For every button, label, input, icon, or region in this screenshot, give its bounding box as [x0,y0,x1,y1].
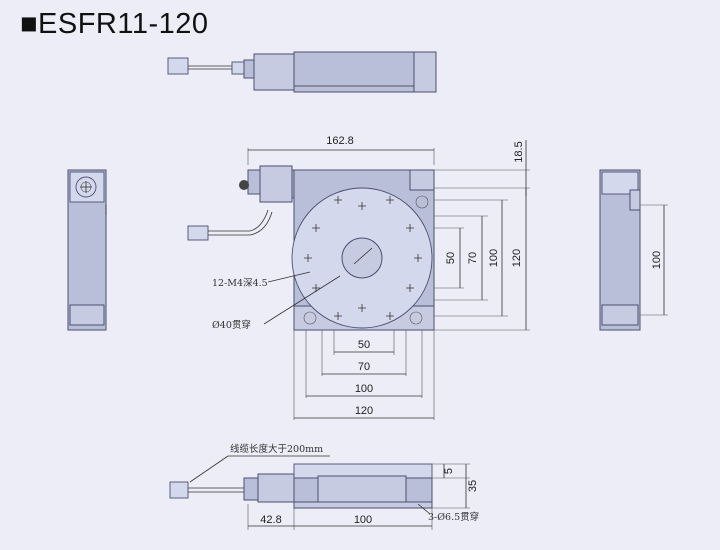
right-view: 100 [599,169,668,331]
dim-hole-70-v: 70 [467,252,479,264]
front-view: 线缆长度大于200mm 5 35 42.8 100 3-Ø6.5贯穿 [169,443,479,530]
note-mount-holes: 3-Ø6.5贯穿 [428,511,479,523]
dim-hole-50-v: 50 [445,252,457,264]
left-view [67,169,107,331]
dim-front-100: 100 [354,514,372,526]
note-tapped-holes: 12-M4深4.5 [212,278,268,289]
dim-motor-42-8: 42.8 [260,514,281,526]
dim-size-120-h: 120 [355,405,373,417]
dim-hole-50-h: 50 [358,339,370,351]
page-title: ■ESFR11-120 [20,8,209,40]
dim-hole-70-h: 70 [358,361,370,373]
top-view [167,51,437,93]
dim-offset-top: 18.5 [513,141,525,162]
note-cable-length: 线缆长度大于200mm [230,443,323,455]
dim-hole-100-h: 100 [355,383,373,395]
dim-front-35: 35 [467,480,479,492]
dim-side-100: 100 [651,251,663,269]
note-center-hole: Ø40贯穿 [212,319,251,331]
dim-front-5: 5 [443,468,455,474]
dim-size-120-v: 120 [511,249,523,267]
dim-width-total: 162.8 [326,135,354,147]
plan-view: 162.8 18.5 50 70 100 120 50 70 [187,135,530,420]
dim-hole-100-v: 100 [488,249,500,267]
